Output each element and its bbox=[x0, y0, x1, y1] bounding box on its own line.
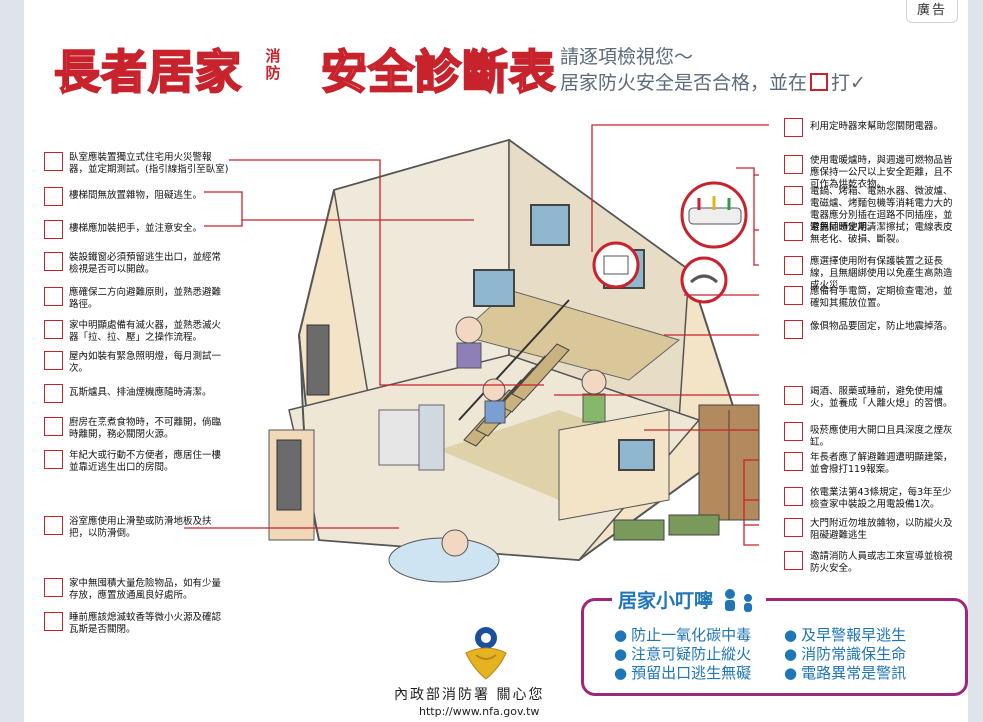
checkbox-right-13[interactable] bbox=[784, 551, 803, 570]
checkbox-right-8[interactable] bbox=[784, 386, 803, 405]
checkbox-left-12[interactable] bbox=[44, 578, 63, 597]
tip-6-text: 電路異常是警訊 bbox=[801, 664, 907, 682]
left-item-4: 裝設鐵窗必須預留逃生出口，並經常檢視是否可以開啟。 bbox=[69, 252, 222, 275]
title-part1: 長者居家 bbox=[53, 44, 242, 100]
right-item-2: 使用電暖爐時，與週邊可燃物品皆應保持一公尺以上安全距離，且不可作為烘乾衣物。 bbox=[810, 155, 953, 190]
left-item-2: 樓梯間無放置雜物，阻礙逃生。 bbox=[69, 190, 203, 201]
checkbox-right-1[interactable] bbox=[784, 118, 803, 137]
checkbox-left-8[interactable] bbox=[44, 384, 63, 403]
right-item-7: 像俱物品要固定，防止地震掉落。 bbox=[810, 321, 953, 332]
checkbox-left-1[interactable] bbox=[44, 152, 63, 171]
safety-poster: 廣告 長者居家 消防 安全診斷表 請逐項檢視您～ 居家防火安全是否合格，並在 打✓ bbox=[24, 0, 968, 722]
left-item-3: 樓梯應加裝把手，並注意安全。 bbox=[69, 223, 203, 234]
bullet-icon: ● bbox=[784, 626, 798, 644]
checkbox-right-11[interactable] bbox=[784, 487, 803, 506]
right-item-6: 應備有手電筒，定期檢查電池，並確知其擺放位置。 bbox=[810, 286, 953, 309]
left-item-12: 家中無囤積大量危險物品，如有少量存放，應置放通風良好處所。 bbox=[69, 578, 222, 601]
subtitle: 請逐項檢視您～ 居家防火安全是否合格，並在 打✓ bbox=[560, 44, 866, 96]
footer-url[interactable]: http://www.nfa.gov.tw bbox=[419, 705, 540, 718]
right-item-1: 利用定時器來幫助您關閉電器。 bbox=[810, 121, 944, 132]
left-item-11: 浴室應使用止滑墊或防滑地板及扶把，以防滑倒。 bbox=[69, 516, 212, 539]
tip-5: ●消防常識保生命 bbox=[784, 643, 906, 664]
tip-1: ●防止一氧化碳中毒 bbox=[614, 624, 751, 645]
checkbox-right-5[interactable] bbox=[784, 256, 803, 275]
right-item-5: 應選擇使用附有保護裝置之延長線，且無綑綁使用以免產生高熱造成火災。 bbox=[810, 256, 953, 291]
subtitle-line2-before: 居家防火安全是否合格，並在 bbox=[560, 72, 808, 94]
checkbox-left-11[interactable] bbox=[44, 516, 63, 535]
subtitle-line2-after: 打✓ bbox=[831, 72, 866, 94]
left-item-9: 廚房在烹煮食物時，不可離開，倘臨時離開，務必關閉火源。 bbox=[69, 417, 222, 440]
right-item-4: 電器插頭定期清潔擦拭；電線表皮無老化、破損、斷裂。 bbox=[810, 222, 953, 245]
bullet-icon: ● bbox=[784, 645, 798, 663]
right-item-9: 吸菸應使用大開口且具深度之煙灰缸。 bbox=[810, 425, 953, 448]
tip-2-text: 注意可疑防止縱火 bbox=[631, 645, 752, 663]
checkbox-left-7[interactable] bbox=[44, 351, 63, 370]
house-illustration bbox=[268, 138, 760, 583]
checkbox-left-10[interactable] bbox=[44, 450, 63, 469]
left-item-5: 應確保二方向避難原則，並熟悉避難路徑。 bbox=[69, 287, 222, 310]
checkbox-right-10[interactable] bbox=[784, 452, 803, 471]
footer-org: 內政部消防署 關心您 bbox=[394, 687, 545, 703]
checkbox-right-7[interactable] bbox=[784, 320, 803, 339]
checkbox-right-2[interactable] bbox=[784, 155, 803, 174]
checkbox-left-13[interactable] bbox=[44, 612, 63, 631]
left-item-8: 瓦斯爐具、排油煙機應隨時清潔。 bbox=[69, 387, 212, 398]
tip-2: ●注意可疑防止縱火 bbox=[614, 643, 751, 664]
subtitle-line1: 請逐項檢視您～ bbox=[560, 46, 694, 68]
nfa-emblem-icon bbox=[465, 627, 507, 680]
checkbox-left-6[interactable] bbox=[44, 320, 63, 339]
right-item-8: 竭酒、服藥或睡前，避免使用爐火，並養成「人離火熄」的習慣。 bbox=[810, 386, 953, 409]
checkbox-right-3[interactable] bbox=[784, 186, 803, 205]
title-small-chars: 消防 bbox=[265, 47, 281, 82]
checkbox-sample-icon bbox=[810, 73, 829, 91]
bullet-icon: ● bbox=[784, 664, 798, 682]
left-item-13: 睡前應該熄滅蚊香等微小火源及確認瓦斯是否關閉。 bbox=[69, 612, 222, 635]
checkbox-left-9[interactable] bbox=[44, 417, 63, 436]
right-item-11: 依電業法第43條規定，每3年至少檢查家中裝設之用電設備1次。 bbox=[810, 487, 952, 510]
tip-4-text: 及早警報早逃生 bbox=[801, 626, 907, 644]
left-item-1: 臥室應裝置獨立式住宅用火災警報器，並定期測試。(指引線指引至臥室) bbox=[69, 152, 229, 175]
title-part2: 安全診斷表 bbox=[320, 44, 556, 100]
tip-5-text: 消防常識保生命 bbox=[801, 645, 907, 663]
right-item-13: 邀請消防人員或志工來宣導並檢視防火安全。 bbox=[810, 551, 953, 574]
checkbox-right-4[interactable] bbox=[784, 222, 803, 241]
checkbox-left-5[interactable] bbox=[44, 287, 63, 306]
tips-box bbox=[581, 598, 968, 696]
left-item-10: 年紀大或行動不方便者，應居住一樓並靠近逃生出口的房間。 bbox=[69, 450, 222, 473]
tip-1-text: 防止一氧化碳中毒 bbox=[631, 626, 752, 644]
right-item-3: 電鍋、烤箱、電熱水器、微波爐、電磁爐、烤麵包機等消耗電力大的電器應分別插在迴路不… bbox=[810, 186, 953, 233]
right-item-10: 年長者應了解避難週遭明顯建築，並會撥打119報案。 bbox=[810, 452, 953, 475]
tips-title-text: 居家小叮嚀 bbox=[618, 590, 714, 612]
left-item-7: 屋內如裝有緊急照明燈，每月測試一次。 bbox=[69, 351, 222, 374]
checkbox-right-9[interactable] bbox=[784, 422, 803, 441]
bullet-icon: ● bbox=[614, 645, 628, 663]
left-item-6: 家中明顯處備有滅火器，並熟悉滅火器「拉、拉、壓」之操作流程。 bbox=[69, 320, 222, 343]
checkbox-right-6[interactable] bbox=[784, 286, 803, 305]
ad-label: 廣告 bbox=[906, 0, 958, 23]
kids-icon bbox=[724, 589, 752, 612]
checkbox-left-4[interactable] bbox=[44, 252, 63, 271]
right-item-12: 大門附近勿堆放雜物，以防縱火及阻礙避難逃生 bbox=[810, 518, 953, 541]
tips-title: 居家小叮嚀 bbox=[612, 586, 766, 613]
checkbox-left-3[interactable] bbox=[44, 220, 63, 239]
bullet-icon: ● bbox=[614, 664, 628, 682]
checkbox-right-12[interactable] bbox=[784, 518, 803, 537]
tip-6: ●電路異常是警訊 bbox=[784, 662, 906, 683]
tip-3-text: 預留出口逃生無礙 bbox=[631, 664, 752, 682]
checkbox-left-2[interactable] bbox=[44, 187, 63, 206]
tip-4: ●及早警報早逃生 bbox=[784, 624, 906, 645]
tip-3: ●預留出口逃生無礙 bbox=[614, 662, 751, 683]
subtitle-line2: 居家防火安全是否合格，並在 打✓ bbox=[560, 70, 866, 96]
bullet-icon: ● bbox=[614, 626, 628, 644]
